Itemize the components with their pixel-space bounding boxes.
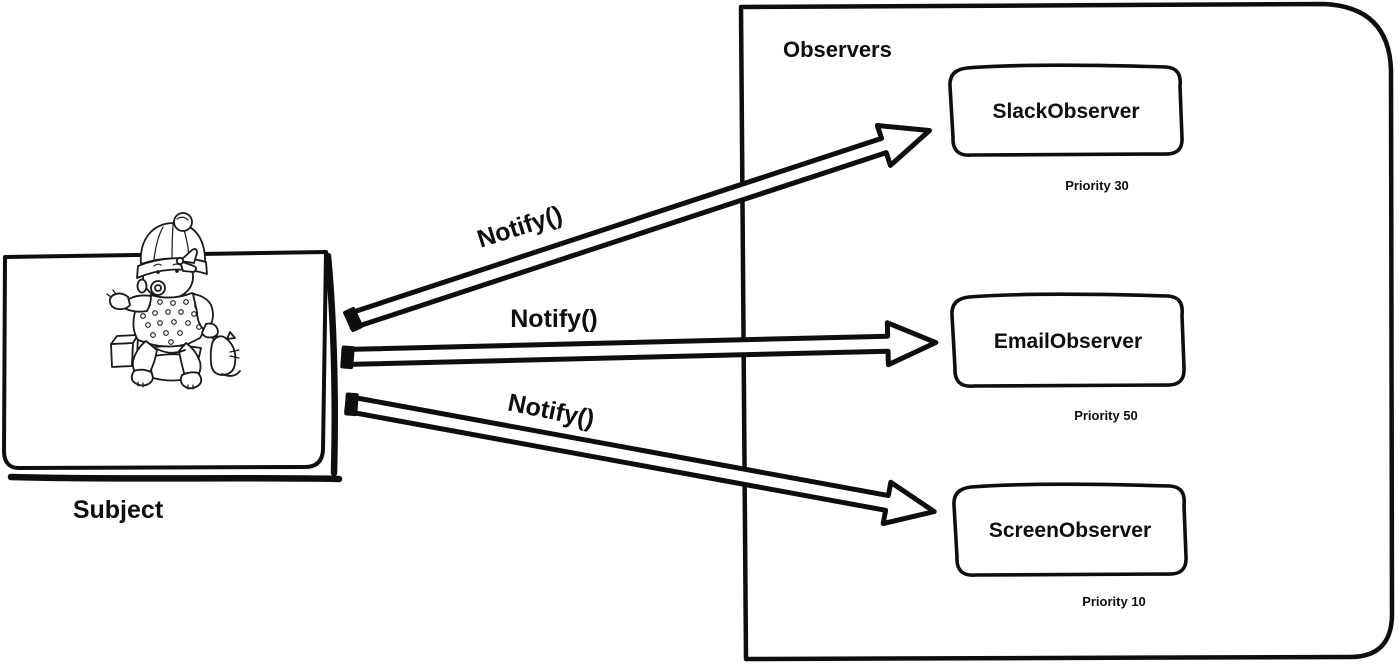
notify-arrow-screen [344,392,937,527]
observers-group-label: Observers [783,37,892,62]
email-observer-priority: Priority 50 [1074,408,1138,423]
arrow-butt [343,306,364,333]
arrow-butt [340,345,355,370]
screen-observer-name: ScreenObserver [988,519,1152,543]
screen-observer-priority: Priority 10 [1082,594,1146,609]
email-observer-name: EmailObserver [993,329,1143,353]
subject-label: Subject [72,496,164,524]
baby-illustration [106,212,241,390]
slack-observer-priority: Priority 30 [1065,178,1129,193]
notify-arrow-email [340,320,939,370]
slack-observer-name: SlackObserver [992,99,1140,123]
arrow-butt [344,392,359,417]
notify-arrow-slack [343,123,932,333]
screen-observer-box [952,482,1188,577]
notify-label-email: Notify() [510,305,598,333]
slack-observer-box [948,63,1184,157]
email-observer-box [950,292,1186,388]
